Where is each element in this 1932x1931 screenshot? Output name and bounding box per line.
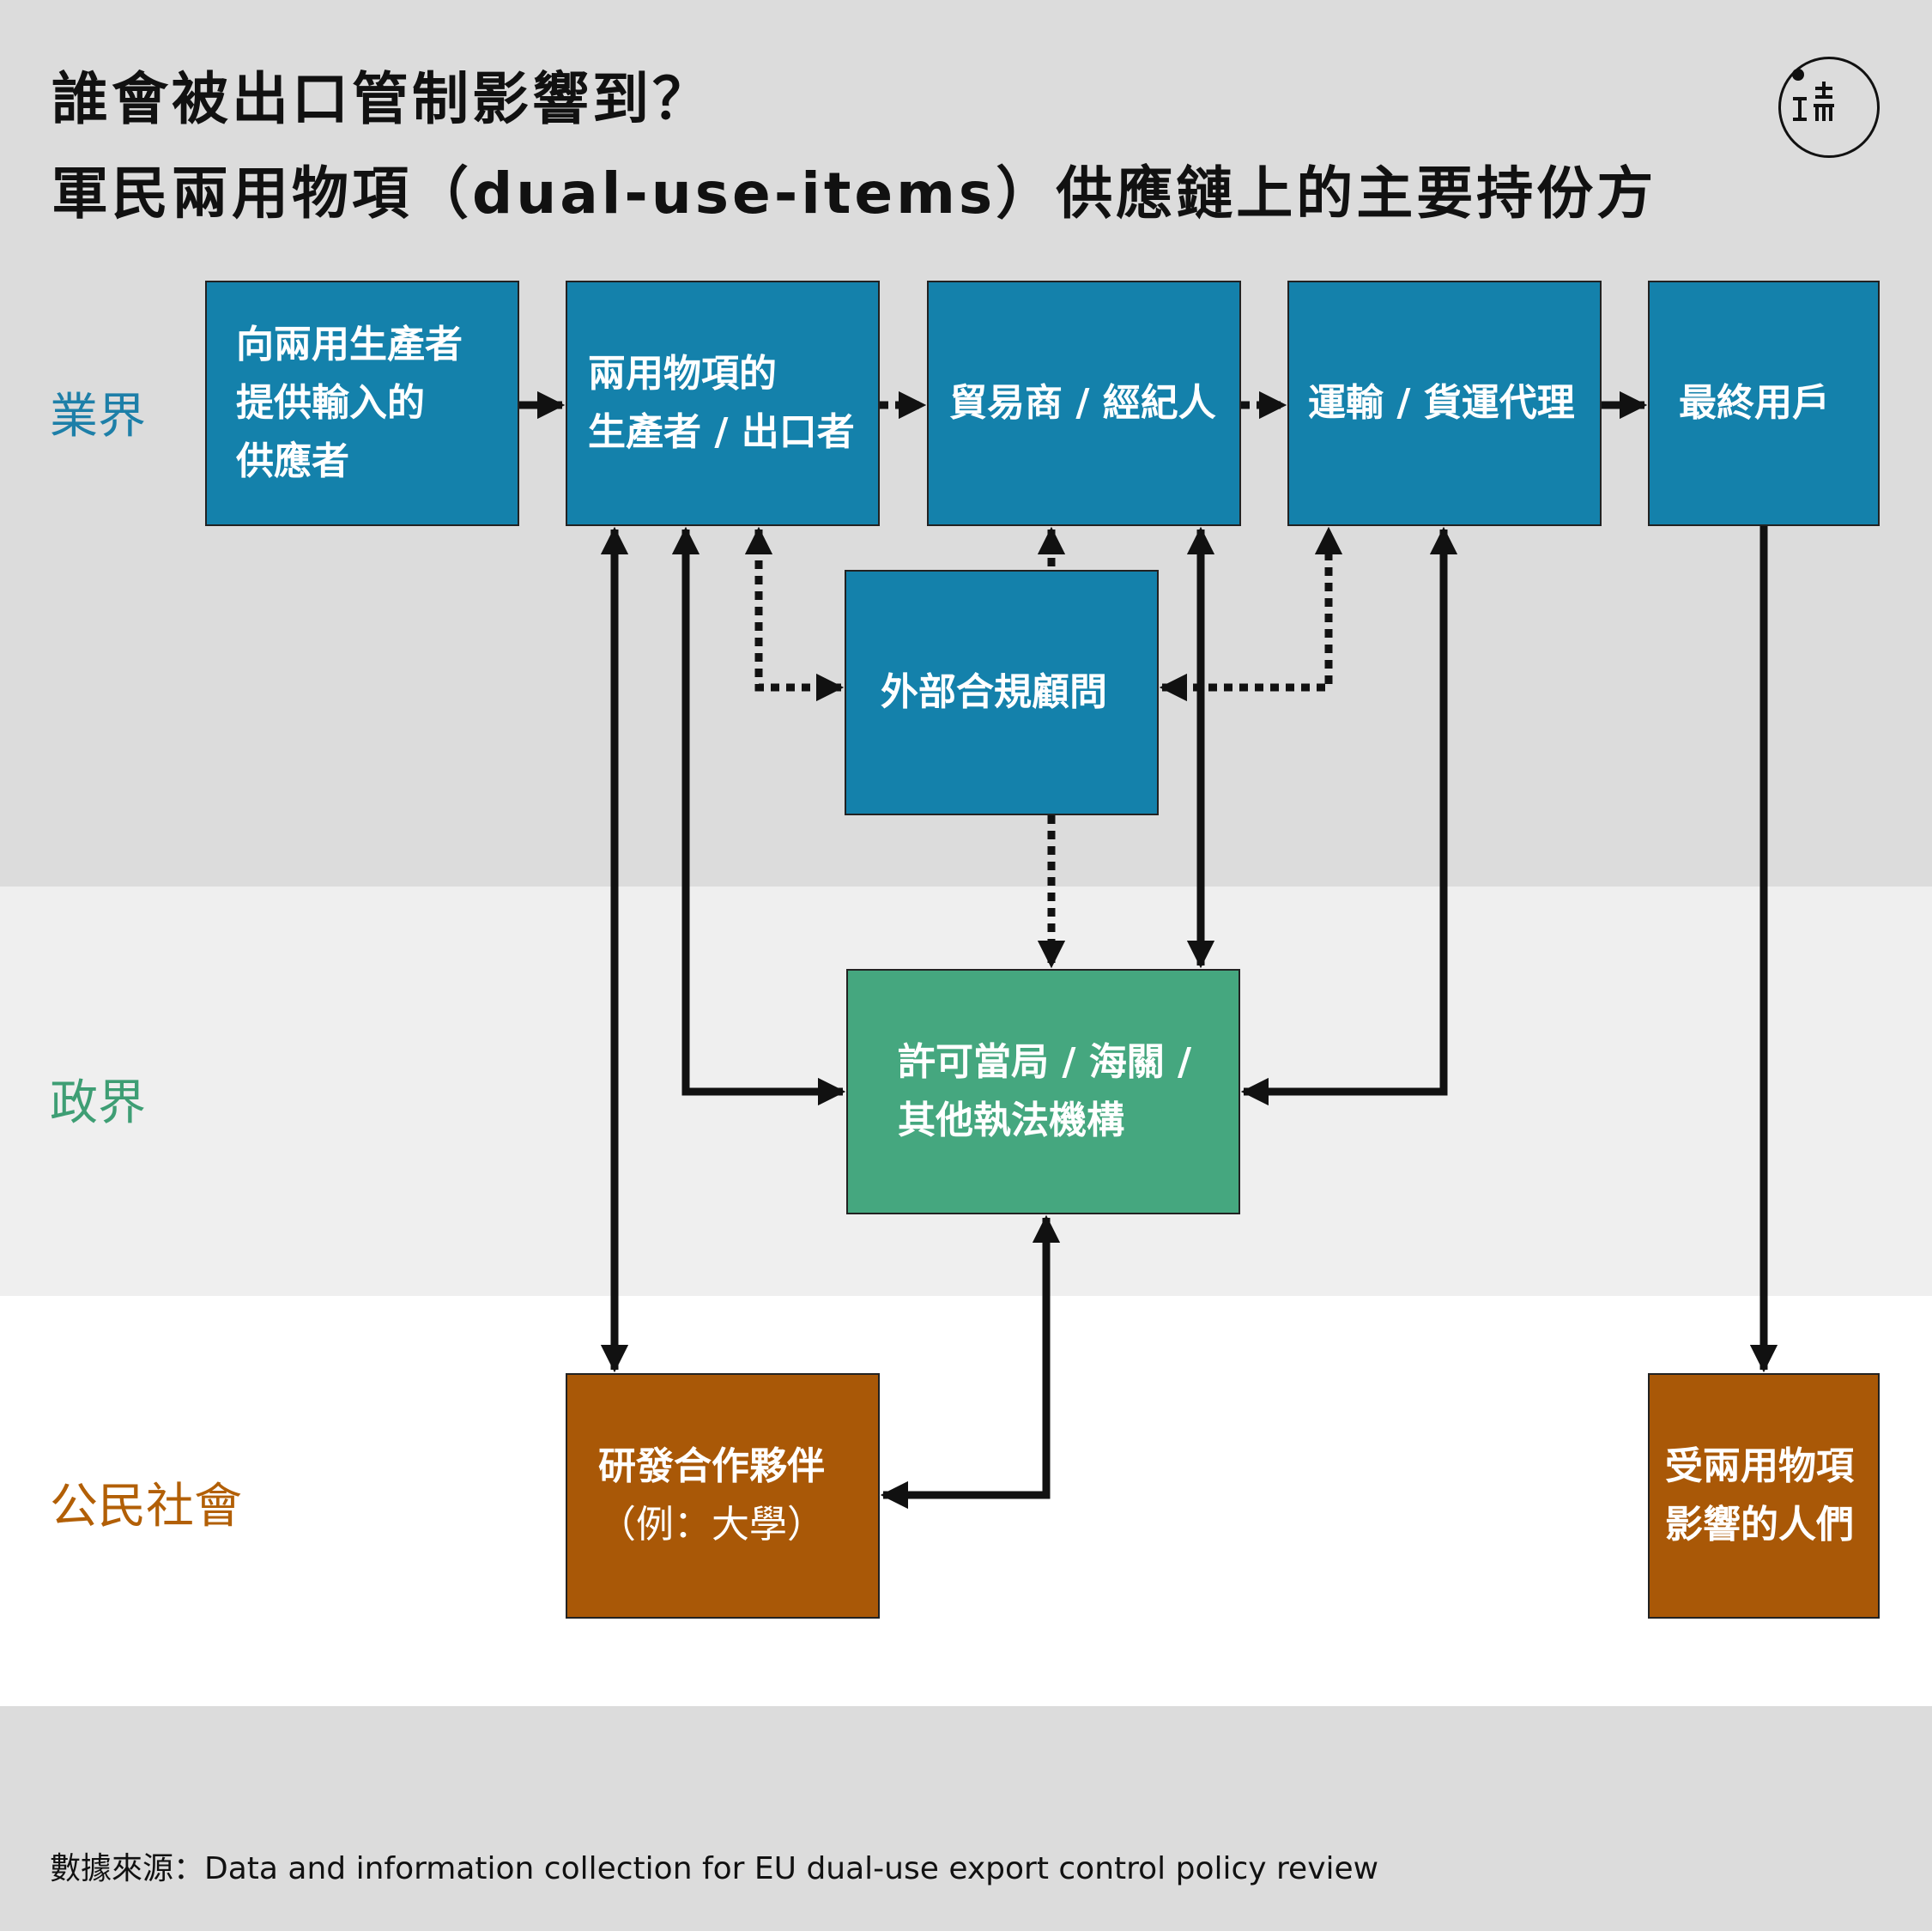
- arrow-transport-authority: [1240, 526, 1458, 1106]
- node-input-supplier: 向兩用生產者 提供輸入的 供應者: [205, 281, 519, 526]
- arrow-authority-rnd: [880, 1214, 1061, 1510]
- node-label: 向兩用生產者: [236, 323, 463, 366]
- node-end-user: 最終用戶: [1648, 281, 1880, 526]
- node-label: 運輸 / 貨運代理: [1308, 381, 1575, 425]
- node-rnd-partner: 研發合作夥伴 （例：大學）: [566, 1373, 880, 1619]
- arrow-producer-authority: [671, 526, 846, 1106]
- arrow-transport-consultant: [1159, 526, 1343, 702]
- node-label: 最終用戶: [1679, 381, 1830, 425]
- arrow-producer-consultant: [744, 526, 845, 702]
- page-title: 誰會被出口管制影響到？: [51, 66, 712, 132]
- node-label: 外部合規顧問: [881, 670, 1107, 714]
- node-transport-forwarder: 運輸 / 貨運代理: [1287, 281, 1602, 526]
- footer-band: [0, 1706, 1932, 1931]
- sector-label-government: 政界: [50, 1075, 146, 1131]
- node-licensing-authority: 許可當局 / 海關 / 其他執法機構: [846, 969, 1240, 1214]
- node-label-example: （例：大學）: [598, 1503, 825, 1547]
- node-label: 生產者 / 出口者: [588, 410, 855, 454]
- node-label: 影響的人們: [1665, 1503, 1854, 1547]
- node-compliance-consultant: 外部合規顧問: [845, 570, 1159, 815]
- source-note: 數據來源：Data and information collection for…: [50, 1851, 1379, 1886]
- page-subtitle: 軍民兩用物項（dual-use-items）供應鏈上的主要持份方: [51, 160, 1657, 227]
- node-label: 研發合作夥伴: [598, 1444, 825, 1488]
- node-label: 兩用物項的: [588, 352, 777, 396]
- node-label: 貿易商 / 經紀人: [949, 381, 1216, 425]
- node-label: 許可當局 / 海關 /: [898, 1040, 1192, 1084]
- node-label: 供應者: [236, 439, 349, 483]
- node-label: 受兩用物項: [1665, 1444, 1854, 1488]
- sector-label-industry: 業界: [50, 389, 146, 445]
- node-producer-exporter: 兩用物項的 生產者 / 出口者: [566, 281, 880, 526]
- node-trader-broker: 貿易商 / 經紀人: [927, 281, 1241, 526]
- brand-logo-icon: [1778, 57, 1880, 158]
- sector-label-civil-society: 公民社會: [50, 1479, 242, 1535]
- node-label: 提供輸入的: [236, 381, 425, 425]
- node-affected-people: 受兩用物項 影響的人們: [1648, 1373, 1880, 1619]
- node-label: 其他執法機構: [898, 1099, 1124, 1142]
